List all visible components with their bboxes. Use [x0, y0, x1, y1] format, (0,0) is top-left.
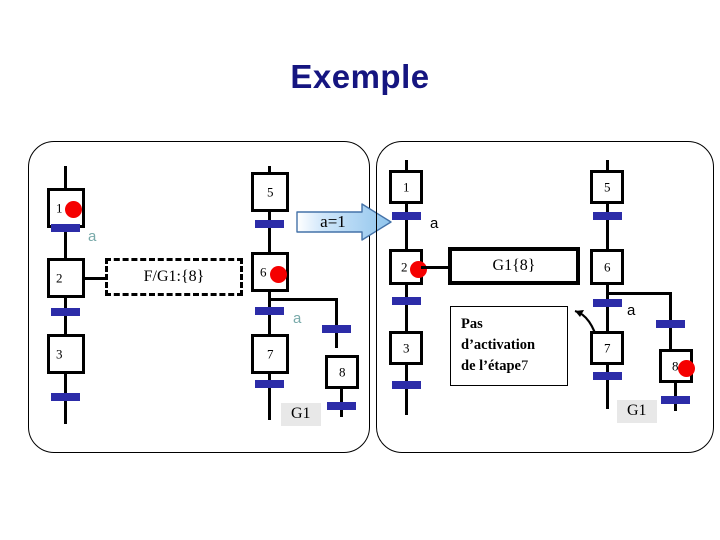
step-number-label: 8: [339, 364, 346, 380]
step-box-3-after[interactable]: 3: [389, 331, 423, 365]
receptivity-label-after-right-6: a: [627, 302, 636, 319]
step-box-8-before[interactable]: 8: [325, 355, 359, 389]
link-line-before-left-1-2: [64, 228, 67, 268]
transition-bar-before-right-7[interactable]: [255, 380, 284, 388]
transition-bar-before-left-1[interactable]: [51, 224, 80, 232]
transition-bar-before-right-5[interactable]: [255, 220, 284, 228]
transition-bar-before-branch8-bottom[interactable]: [327, 402, 356, 410]
step-number-label: 7: [267, 346, 274, 362]
step-box-6-after[interactable]: 6: [590, 249, 624, 285]
note-line-2: d’activation: [461, 337, 536, 354]
link-line-after-left-2-3: [405, 285, 408, 331]
step-box-5-after[interactable]: 5: [590, 170, 624, 204]
chart-tag-after: G1: [617, 400, 657, 423]
action-connector-before: [85, 277, 107, 280]
transition-bar-after-branch8-bottom[interactable]: [661, 396, 690, 404]
action-box-g1-after[interactable]: G1{8}: [448, 247, 580, 285]
step-box-8-after[interactable]: 8: [659, 349, 695, 383]
link-line-before-right-6-7: [268, 292, 271, 342]
transition-bar-before-left-2[interactable]: [51, 308, 80, 316]
transition-bar-before-branch8[interactable]: [322, 325, 351, 333]
transition-bar-before-left-3[interactable]: [51, 393, 80, 401]
step-token-active: [678, 360, 695, 377]
receptivity-label-after-left-1: a: [430, 215, 439, 232]
step-token-active: [270, 266, 287, 283]
step-number-label: 3: [56, 346, 63, 362]
transition-bar-after-right-6[interactable]: [593, 299, 622, 307]
step-box-7-before[interactable]: 7: [251, 334, 289, 374]
transition-bar-after-right-5[interactable]: [593, 212, 622, 220]
step-number-label: 3: [403, 340, 410, 356]
chart-tag-before: G1: [281, 403, 321, 426]
link-line-after-left-top: [405, 160, 408, 178]
transition-bar-after-left-3[interactable]: [392, 381, 421, 389]
page-title: Exemple: [290, 58, 430, 95]
link-line-before-branch8: [335, 298, 338, 348]
grafcet-after-panel: [376, 141, 714, 453]
link-line-after-right-top: [606, 160, 609, 178]
step-number-label: 1: [403, 179, 410, 195]
link-line-after-left-1-2: [405, 204, 408, 254]
step-box-6-before[interactable]: 6: [251, 252, 289, 292]
note-line-1: Pas: [461, 316, 483, 332]
action-connector-after: [421, 266, 450, 269]
step-box-2-after[interactable]: 2: [389, 249, 427, 285]
step-number-label: 5: [604, 179, 611, 195]
transition-bar-after-left-2[interactable]: [392, 297, 421, 305]
step-number-label: 6: [260, 264, 267, 280]
step-box-7-after[interactable]: 7: [590, 331, 624, 365]
transition-bar-before-right-6[interactable]: [255, 307, 284, 315]
step-number-label: 2: [56, 270, 63, 286]
step-number-label: 2: [401, 259, 408, 275]
step-number-label: 6: [604, 259, 611, 275]
transition-bar-after-branch8[interactable]: [656, 320, 685, 328]
step-token-active: [410, 261, 427, 278]
annotation-note-no-activation: Pas d’activation de l’étape7: [450, 306, 568, 386]
link-line-after-left-bottom: [405, 365, 408, 415]
link-line-after-right-6-7: [606, 285, 609, 333]
divergence-line-before: [268, 298, 338, 301]
link-line-after-right-7-bottom: [606, 365, 609, 409]
step-box-1-after[interactable]: 1: [389, 170, 423, 204]
step-token-active: [65, 201, 82, 218]
step-box-2-before[interactable]: 2: [47, 258, 85, 298]
note-line-3-step: 7: [521, 358, 529, 375]
link-line-after-right-5-6: [606, 204, 609, 254]
step-box-1-before[interactable]: 1: [47, 188, 85, 228]
link-line-before-right-7-bottom: [268, 374, 271, 420]
receptivity-label-before-right-6: a: [293, 310, 302, 327]
grafcet-before-panel: [28, 141, 370, 453]
step-box-3-before[interactable]: 3: [47, 334, 85, 374]
divergence-line-after: [606, 292, 672, 295]
transition-bar-after-right-7[interactable]: [593, 372, 622, 380]
step-number-label: 7: [604, 340, 611, 356]
step-number-label: 1: [56, 200, 63, 216]
step-box-5-before[interactable]: 5: [251, 172, 289, 212]
link-line-before-right-5-6: [268, 212, 271, 254]
link-line-before-left-top: [64, 166, 67, 188]
action-box-forcing-before[interactable]: F/G1:{8}: [105, 258, 243, 296]
note-line-3: de l’étape: [461, 358, 521, 375]
step-number-label: 8: [672, 358, 679, 374]
step-number-label: 5: [267, 184, 274, 200]
link-line-before-left-2-3: [64, 298, 67, 342]
transition-bar-after-left-1[interactable]: [392, 212, 421, 220]
receptivity-label-before-left-1: a: [88, 228, 97, 245]
